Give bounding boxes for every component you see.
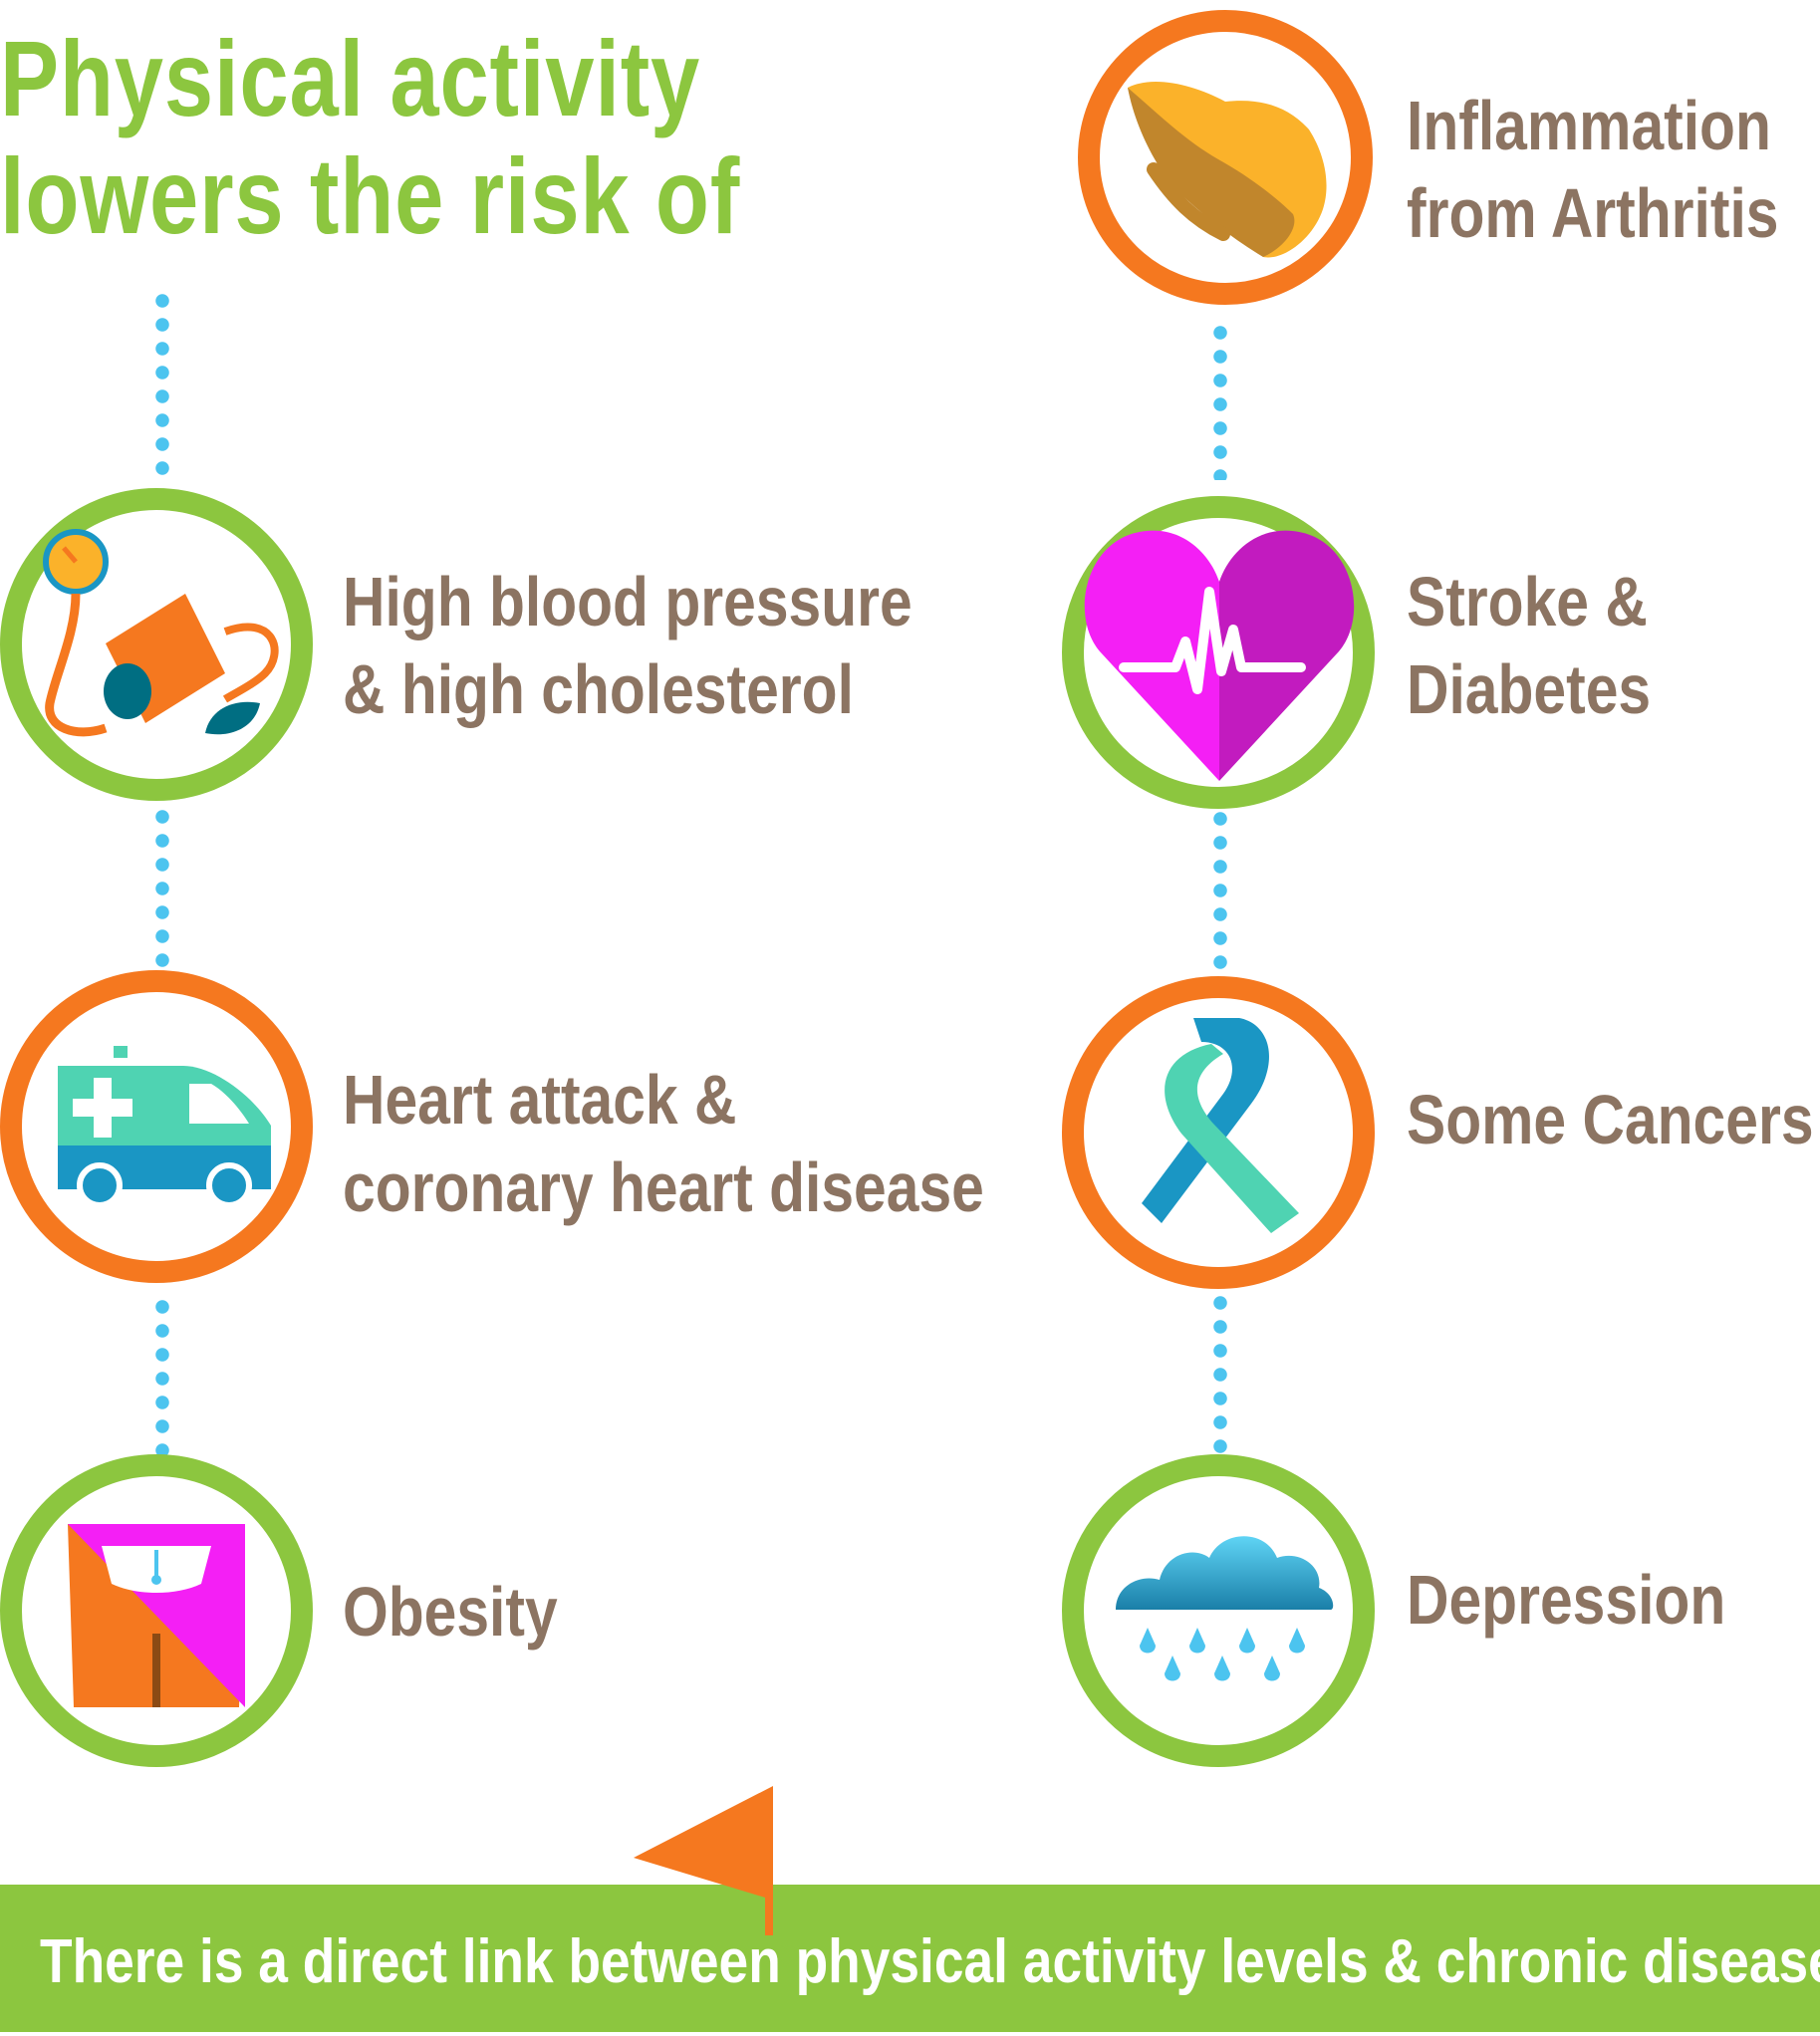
footer-banner-text: There is a direct link between physical … — [40, 1927, 1820, 1996]
item-label-cancers: Some Cancers — [1407, 1081, 1814, 1158]
hand-icon — [1128, 82, 1327, 258]
item-label-inflammation: Inflammation from Arthritis — [1407, 87, 1779, 252]
item-label-blood-pressure: High blood pressure & high cholesterol — [343, 563, 912, 728]
page-title: Physical activity lowers the risk of — [0, 20, 740, 255]
rain-cloud-icon — [1116, 1536, 1334, 1681]
title-line-2: lowers the risk of — [0, 135, 741, 256]
dotted-connector — [155, 289, 169, 480]
dotted-connector — [155, 805, 169, 972]
footer-banner — [0, 1885, 1820, 2032]
ambulance-icon — [58, 1046, 271, 1208]
dotted-connector — [1213, 807, 1227, 974]
triangle-flag-icon — [634, 1786, 773, 1935]
weight-scale-icon — [68, 1524, 245, 1707]
heart-heartbeat-icon — [1084, 530, 1355, 781]
item-label-stroke: Stroke & Diabetes — [1407, 563, 1652, 728]
item-label-depression: Depression — [1407, 1561, 1726, 1639]
dotted-connector — [1213, 321, 1227, 480]
awareness-ribbon-icon — [1142, 1018, 1299, 1233]
dotted-connector — [155, 1295, 169, 1462]
title-line-1: Physical activity — [0, 18, 701, 138]
item-label-heart-attack: Heart attack & coronary heart disease — [343, 1061, 984, 1226]
dotted-connector — [1213, 1291, 1227, 1458]
blood-pressure-cuff-icon — [43, 529, 279, 737]
item-label-obesity: Obesity — [343, 1573, 558, 1651]
